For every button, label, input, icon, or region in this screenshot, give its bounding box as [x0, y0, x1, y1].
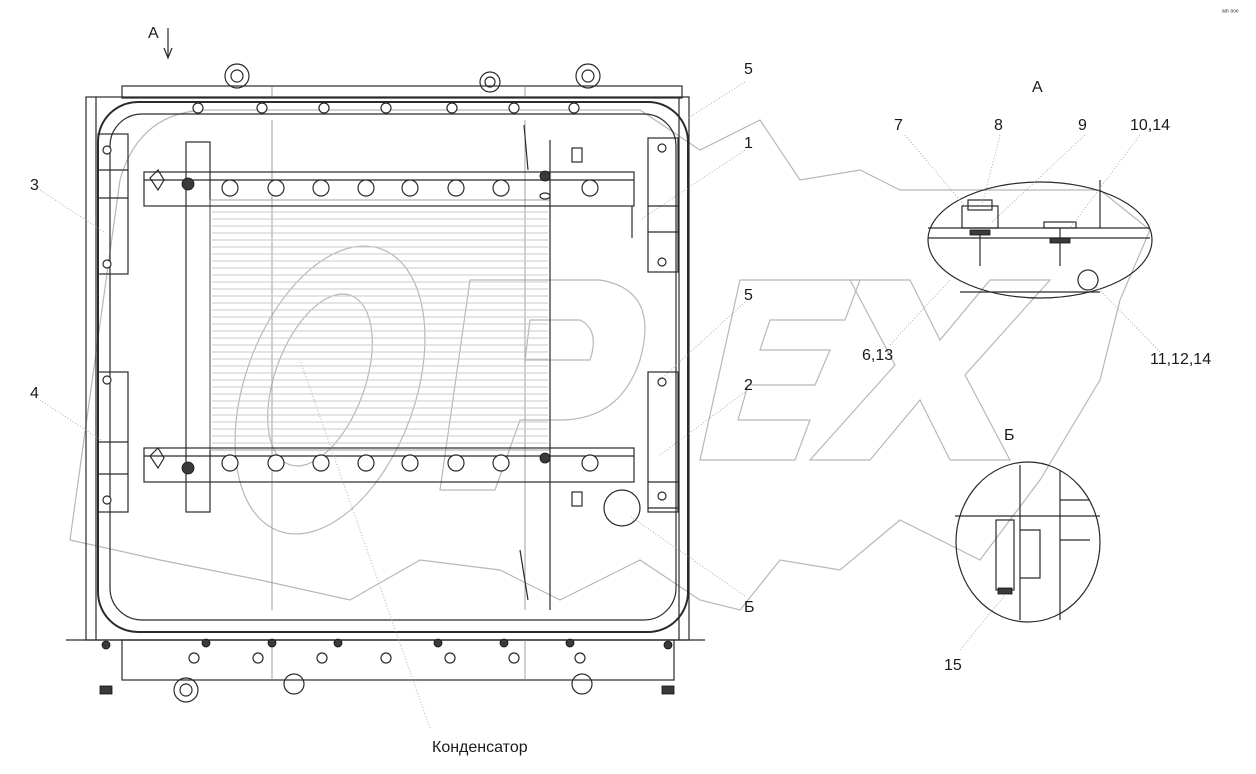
mounting-bar-lower: [143, 447, 641, 527]
callout-9: 9: [1078, 117, 1087, 134]
callout-2: 2: [744, 377, 753, 394]
callout-8: 8: [994, 117, 1003, 134]
detail-view-a: [889, 134, 1161, 353]
callout-6-13: 6,13: [862, 347, 893, 364]
labels: А 3 4 5 1 5 2 Б Конденсатор А 7 8 9 10,1…: [30, 9, 1239, 756]
detail-view-b: [955, 461, 1101, 651]
view-a-title: А: [1032, 79, 1043, 96]
view-arrow-label: А: [148, 25, 159, 42]
view-b-title: Б: [1004, 427, 1015, 444]
bottom-fasteners: [99, 638, 675, 695]
callout-4: 4: [30, 385, 39, 402]
callout-5-mid: 5: [744, 287, 753, 304]
callout-3: 3: [30, 177, 39, 194]
main-frame: [66, 63, 705, 703]
callout-15: 15: [944, 657, 962, 674]
callout-1: 1: [744, 135, 753, 152]
callout-10-14: 10,14: [1130, 117, 1170, 134]
left-brackets: [97, 133, 129, 513]
watermark-logo: [69, 109, 1151, 611]
callout-7: 7: [894, 117, 903, 134]
callout-5-top: 5: [744, 61, 753, 78]
mounting-bar-upper: [143, 147, 635, 238]
view-a-arrow: [163, 28, 173, 60]
callout-b: Б: [744, 599, 755, 616]
callout-11-12-14: 11,12,14: [1150, 351, 1211, 368]
condenser-core: [185, 124, 551, 610]
detail-b-circle: [603, 489, 641, 527]
leader-lines: [39, 81, 746, 729]
condenser-fins: [212, 211, 548, 444]
caption-condenser: Конденсатор: [432, 739, 528, 756]
right-brackets: [647, 137, 679, 513]
corner-mark: ᵃᵐ ᵒᵒᵒ: [1222, 9, 1239, 16]
top-rivets: [192, 102, 580, 114]
